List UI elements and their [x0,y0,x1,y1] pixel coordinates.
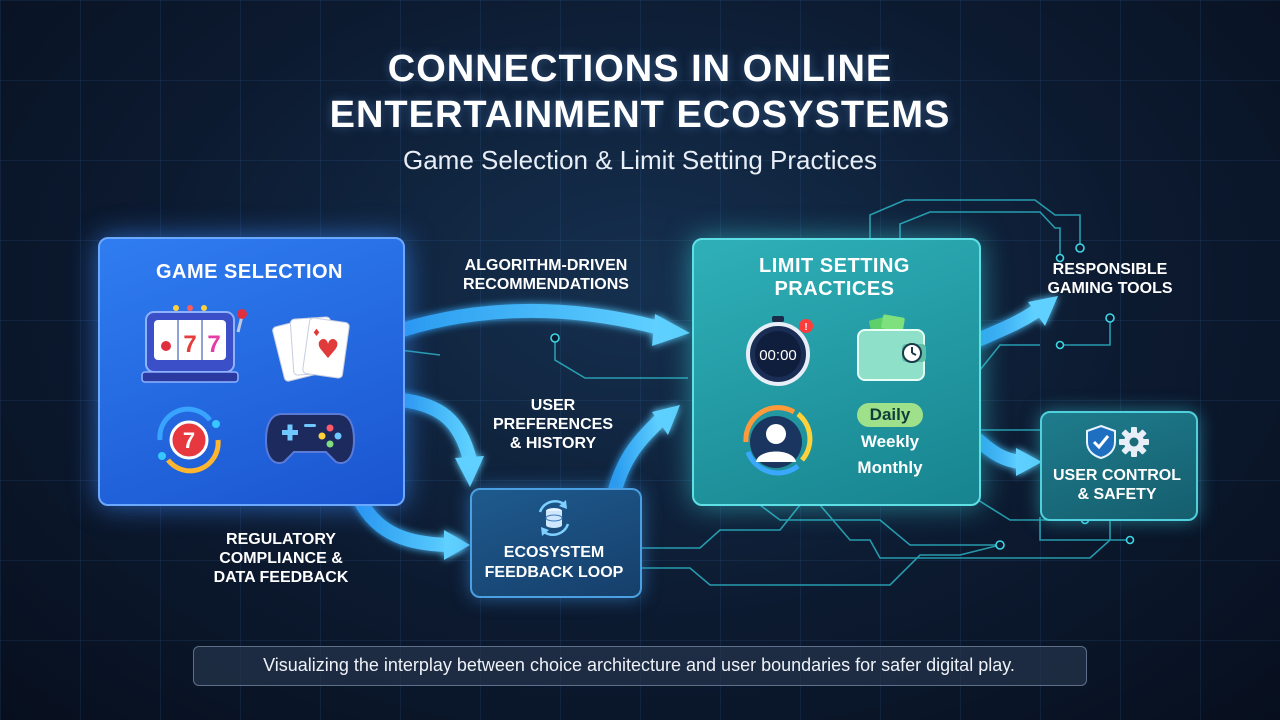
arrow-control [971,433,1027,469]
database-sync-icon [538,500,570,536]
edge-regulatory-label-line1: REGULATORY [226,531,336,548]
svg-text:7: 7 [207,331,220,358]
svg-text:♦: ♦ [312,328,321,339]
svg-text:7: 7 [183,331,196,358]
wallet-icon [857,314,926,381]
footer-caption-box [193,646,1087,686]
svg-text:7: 7 [183,428,195,453]
footer-caption: Visualizing the interplay between choice… [263,655,1015,675]
shield-check-icon [1086,424,1116,460]
timer-readout: 00:00 [759,347,797,364]
arrow-regulatory [353,493,462,552]
limit-setting-label-line1: LIMIT SETTING [759,255,910,277]
edge-preferences-label-line2: PREFERENCES [492,416,614,433]
stopwatch-icon: 00:00 ! [746,316,813,386]
limit-period-monthly[interactable]: Monthly [857,458,923,477]
limit-setting-label-line2: PRACTICES [774,278,895,300]
subtitle: Game Selection & Limit Setting Practices [403,145,877,175]
arrow-algorithm [395,303,667,337]
limit-period-daily[interactable]: Daily [857,403,923,427]
slot-machine-icon: 7 7 [141,305,247,383]
arrow-game-to-loop [395,393,477,467]
feedback-loop-label-line2: FEEDBACK LOOP [484,564,624,581]
svg-text:♥: ♥ [316,335,339,365]
responsible-tools-label-line2: GAMING TOOLS [1047,280,1173,297]
user-control-box [1040,411,1198,521]
limit-setting-box [692,238,981,506]
arrow-preferences [608,413,667,497]
feedback-loop-label-line1: ECOSYSTEM [503,544,605,561]
playing-cards-icon: ♥ ♦ [272,316,350,382]
user-profile-icon [743,405,813,476]
edge-preferences-label-line3: & HISTORY [509,435,597,452]
lucky-seven-chip-icon: 7 [157,406,221,474]
user-control-label-line1: USER CONTROL [1053,467,1181,484]
responsible-tools-label-line1: RESPONSIBLE [1052,261,1168,278]
edge-regulatory-label-line3: DATA FEEDBACK [213,569,349,586]
edge-algorithm-label-line2: RECOMMENDATIONS [463,276,629,293]
game-selection-label: GAME SELECTION [155,261,343,283]
edge-preferences-label-line1: USER [530,397,576,414]
circuit-traces [399,199,1130,586]
feedback-loop-box [470,488,642,598]
user-control-label-line2: & SAFETY [1077,486,1157,503]
title-line-2: ENTERTAINMENT ECOSYSTEMS [329,94,951,136]
edge-regulatory-label-line2: COMPLIANCE & [219,550,343,567]
arrow-responsible [971,305,1042,347]
limit-period-weekly[interactable]: Weekly [860,432,920,451]
edge-algorithm-label-line1: ALGORITHM-DRIVEN [464,257,628,274]
gamepad-icon [264,413,356,464]
arrow-heads [444,296,1058,560]
gear-icon [1119,427,1149,457]
svg-text:!: ! [804,322,807,333]
title-line-1: CONNECTIONS IN ONLINE [387,48,893,90]
